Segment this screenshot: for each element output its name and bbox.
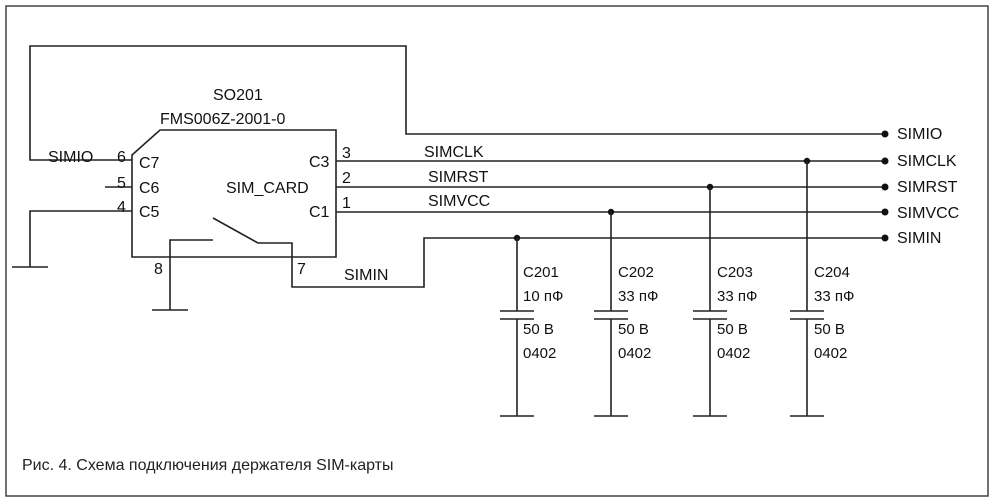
pin-8-number: 8: [154, 261, 163, 278]
terminal-label-simio: SIMIO: [897, 126, 942, 143]
capacitor-c202: [594, 208, 628, 417]
pin-c3-label: C3: [309, 154, 330, 171]
net-label-simvcc-wire: SIMVCC: [428, 193, 490, 210]
pin-1-number: 1: [342, 195, 351, 212]
c203-size: 0402: [717, 345, 750, 362]
pin-3-number: 3: [342, 145, 351, 162]
switch-left-contact: [169, 239, 213, 252]
c202-voltage: 50 В: [618, 321, 649, 338]
component-part: FMS006Z-2001-0: [160, 111, 285, 128]
pin-c5-label: C5: [139, 204, 160, 221]
c202-size: 0402: [618, 345, 651, 362]
net-label-simrst-wire: SIMRST: [428, 169, 489, 186]
c202-ref: C202: [618, 264, 654, 281]
c204-ref: C204: [814, 264, 850, 281]
pin4-wire: [29, 210, 132, 267]
simin-wire: [212, 217, 885, 288]
c201-value: 10 пФ: [523, 288, 563, 305]
capacitor-c203: [693, 183, 727, 417]
c201-size: 0402: [523, 345, 556, 362]
pin-2-number: 2: [342, 170, 351, 187]
c203-voltage: 50 В: [717, 321, 748, 338]
pin-7-number: 7: [297, 261, 306, 278]
c203-ref: C203: [717, 264, 753, 281]
c204-value: 33 пФ: [814, 288, 854, 305]
pin-5-number: 5: [117, 175, 126, 192]
sim-holder-body: [131, 129, 337, 258]
component-ref: SO201: [213, 87, 263, 104]
capacitor-c204: [790, 157, 824, 417]
net-label-simio-left: SIMIO: [48, 149, 93, 166]
figure-caption: Рис. 4. Схема подключения держателя SIM-…: [22, 457, 393, 474]
pin-c6-label: C6: [139, 180, 160, 197]
c203-value: 33 пФ: [717, 288, 757, 305]
component-name: SIM_CARD: [226, 180, 309, 197]
terminal-label-simvcc: SIMVCC: [897, 205, 959, 222]
simio-wire: [29, 45, 885, 161]
simvcc-terminal: [881, 208, 889, 216]
pin-c7-label: C7: [139, 155, 160, 172]
net-label-simclk-wire: SIMCLK: [424, 144, 484, 161]
simrst-terminal: [881, 183, 889, 191]
c202-value: 33 пФ: [618, 288, 658, 305]
pin-4-number: 4: [117, 199, 126, 216]
c201-ref: C201: [523, 264, 559, 281]
c204-size: 0402: [814, 345, 847, 362]
terminal-label-simclk: SIMCLK: [897, 153, 957, 170]
terminal-label-simrst: SIMRST: [897, 179, 958, 196]
simin-terminal: [881, 234, 889, 242]
simclk-terminal: [881, 157, 889, 165]
terminal-label-simin: SIMIN: [897, 230, 941, 247]
figure-frame: [5, 5, 989, 497]
c204-voltage: 50 В: [814, 321, 845, 338]
pin-c1-label: C1: [309, 204, 330, 221]
capacitor-c201: [500, 234, 534, 417]
pin-6-number: 6: [117, 149, 126, 166]
simio-terminal: [881, 130, 889, 138]
net-label-simin-local: SIMIN: [344, 267, 388, 284]
c201-voltage: 50 В: [523, 321, 554, 338]
